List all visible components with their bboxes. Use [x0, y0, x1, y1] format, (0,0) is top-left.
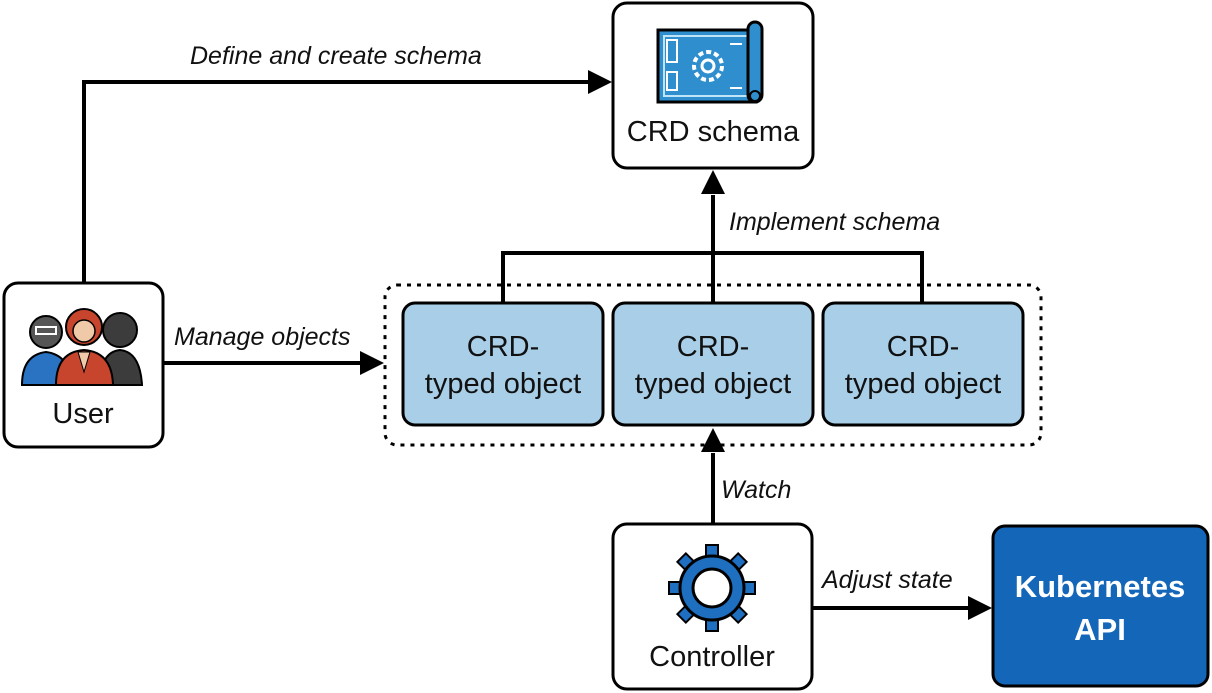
arrowhead-manage [360, 351, 384, 375]
crd-object-3-line2: typed object [845, 368, 1001, 400]
objects-group [383, 283, 1043, 447]
crd-schema-label: CRD schema [627, 116, 800, 148]
edge-label-adjust: Adjust state [820, 566, 953, 594]
crd-object-1-line1: CRD- [467, 331, 540, 363]
edge-label-watch: Watch [721, 476, 791, 504]
edge-label-define: Define and create schema [190, 42, 482, 70]
edge-implement-schema [501, 195, 924, 303]
kubernetes-api-node: Kubernetes API [991, 524, 1210, 688]
crd-object-2: CRD- typed object [611, 301, 815, 427]
crd-object-2-line2: typed object [635, 368, 791, 400]
controller-node: Controller [611, 522, 814, 691]
arrowhead-watch [701, 428, 725, 452]
user-label: User [52, 398, 114, 430]
gear-icon [668, 544, 756, 632]
user-node: User [2, 281, 165, 449]
edge-label-manage: Manage objects [174, 323, 351, 351]
crd-object-1: CRD- typed object [401, 301, 605, 427]
edge-define-schema [82, 80, 608, 283]
kubernetes-api-line1: Kubernetes [1015, 569, 1186, 604]
people-group-icon [20, 308, 144, 386]
crd-object-1-line2: typed object [425, 368, 581, 400]
controller-label: Controller [649, 641, 775, 673]
arrowhead-define [588, 70, 612, 94]
arrowhead-implement [701, 170, 725, 194]
crd-object-2-line1: CRD- [677, 331, 750, 363]
arrowhead-adjust [968, 596, 992, 620]
crd-object-3: CRD- typed object [821, 301, 1025, 427]
crd-schema-node: CRD schema [611, 1, 815, 170]
blueprint-icon [656, 20, 764, 104]
edge-label-implement: Implement schema [729, 208, 940, 236]
kubernetes-api-line2: API [1074, 612, 1126, 647]
crd-object-3-line1: CRD- [887, 331, 960, 363]
